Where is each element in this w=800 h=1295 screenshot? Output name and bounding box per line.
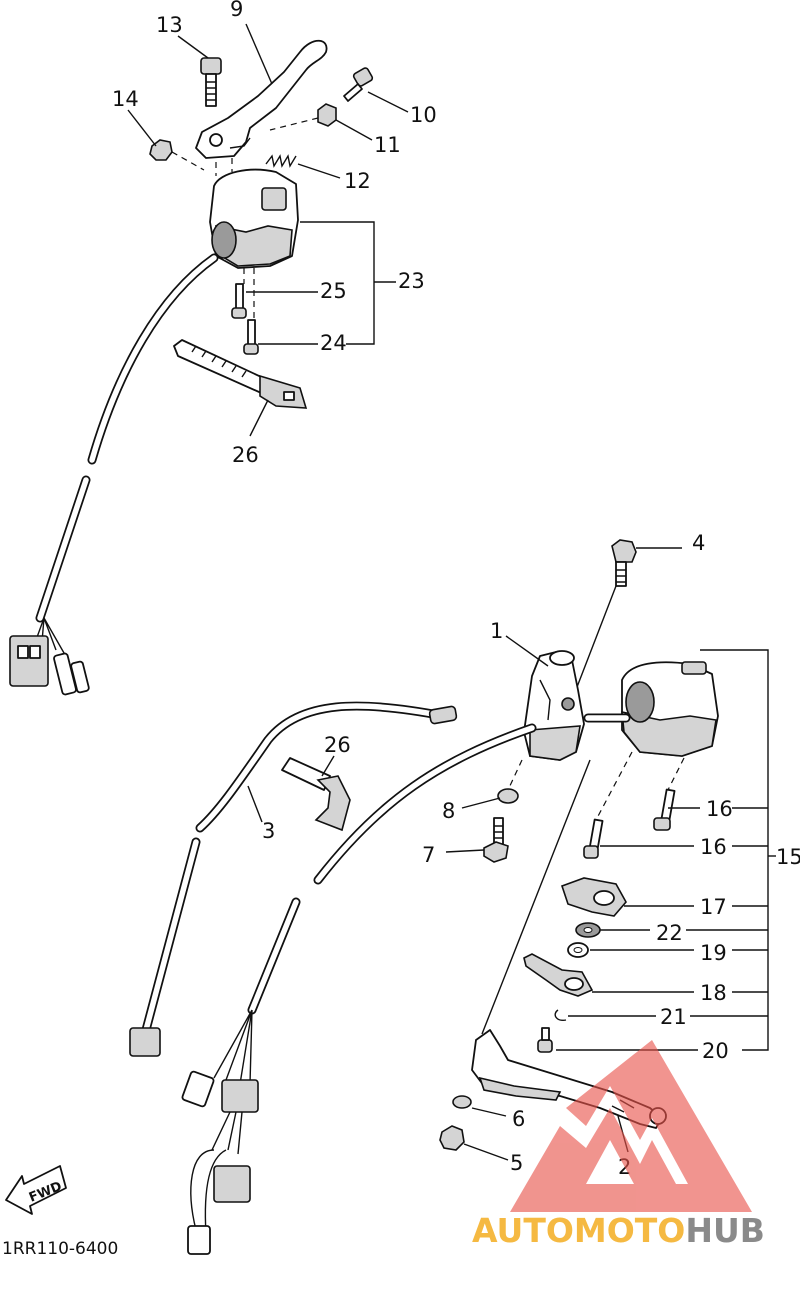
callout-9: 9 [230,0,243,21]
callout-13: 13 [156,13,183,37]
callout-17: 17 [700,895,727,919]
grip-bore-right [625,681,655,723]
screw-16-upper [660,788,676,822]
callout-labels: 9 13 14 10 11 12 23 25 24 26 4 1 26 3 8 … [112,0,800,1179]
callout-26-right: 26 [324,733,351,757]
screw-10-shank [343,83,363,102]
callout-21: 21 [660,1005,687,1029]
callout-10: 10 [410,103,437,127]
connector-right-c [213,1165,251,1203]
bolt-13-head [200,57,222,75]
callout-16-lower: 16 [700,835,727,859]
callout-19: 19 [700,941,727,965]
nut-5 [439,1125,465,1151]
spring-12 [265,154,297,168]
tie-loop [314,775,351,832]
watermark-word-b: HUB [685,1211,765,1250]
fwd-arrow: FWD [5,1165,67,1215]
switch-button [261,187,287,211]
callout-20: 20 [702,1039,729,1063]
callout-4: 4 [692,531,705,555]
diagram-code: 1RR110-6400 [2,1239,118,1259]
connector-left-c [70,660,90,694]
watermark-word-a: AUTOMOTO [472,1211,685,1250]
washer-8 [497,788,519,804]
connector-right-b [221,1079,259,1113]
callout-12: 12 [344,169,371,193]
screw-25-head [231,307,247,319]
watermark-text: AUTOMOTOHUB [472,1211,765,1250]
watermark-logo [510,1040,752,1212]
screw-10-head [352,67,374,87]
callout-11: 11 [374,133,401,157]
callout-22: 22 [656,921,683,945]
callout-5: 5 [510,1151,523,1175]
connector-right-d [187,1225,211,1255]
callout-3: 3 [262,819,275,843]
clip-21 [554,1009,567,1022]
cable-tie-26-right [281,757,331,791]
callout-26-left: 26 [232,443,259,467]
left-handlebar-assembly [9,39,374,696]
callout-8: 8 [442,799,455,823]
part-18-lever [523,953,594,997]
screw-20-head [537,1039,553,1053]
bolt-13-shank [205,73,217,107]
callout-6: 6 [512,1107,525,1131]
grip-bore [211,221,237,259]
lever-detail [229,137,251,149]
right-handlebar-assembly [129,539,719,1255]
lever-pivot-hole [209,133,223,147]
clutch-lever [195,39,328,159]
cable-3 [195,701,449,833]
bolt-4-head [611,539,637,563]
callout-23: 23 [398,269,425,293]
callout-14: 14 [112,87,139,111]
callout-1: 1 [490,619,503,643]
nut-11 [317,103,337,127]
callout-15: 15 [776,845,800,869]
callout-18: 18 [700,981,727,1005]
callout-7: 7 [422,843,435,867]
triangle-logo-icon [510,1040,752,1212]
callout-16-upper: 16 [706,797,733,821]
bolt-4-shank [615,561,627,587]
connector-left-a [9,635,49,687]
connector-3 [129,1027,161,1057]
callout-24: 24 [320,331,347,355]
part-6-cap [452,1095,472,1109]
reservoir-cap [549,650,575,666]
callout-25: 25 [320,279,347,303]
bolt-7-head [483,841,509,863]
connector-right-a [181,1070,215,1108]
screw-24-head [243,343,259,355]
